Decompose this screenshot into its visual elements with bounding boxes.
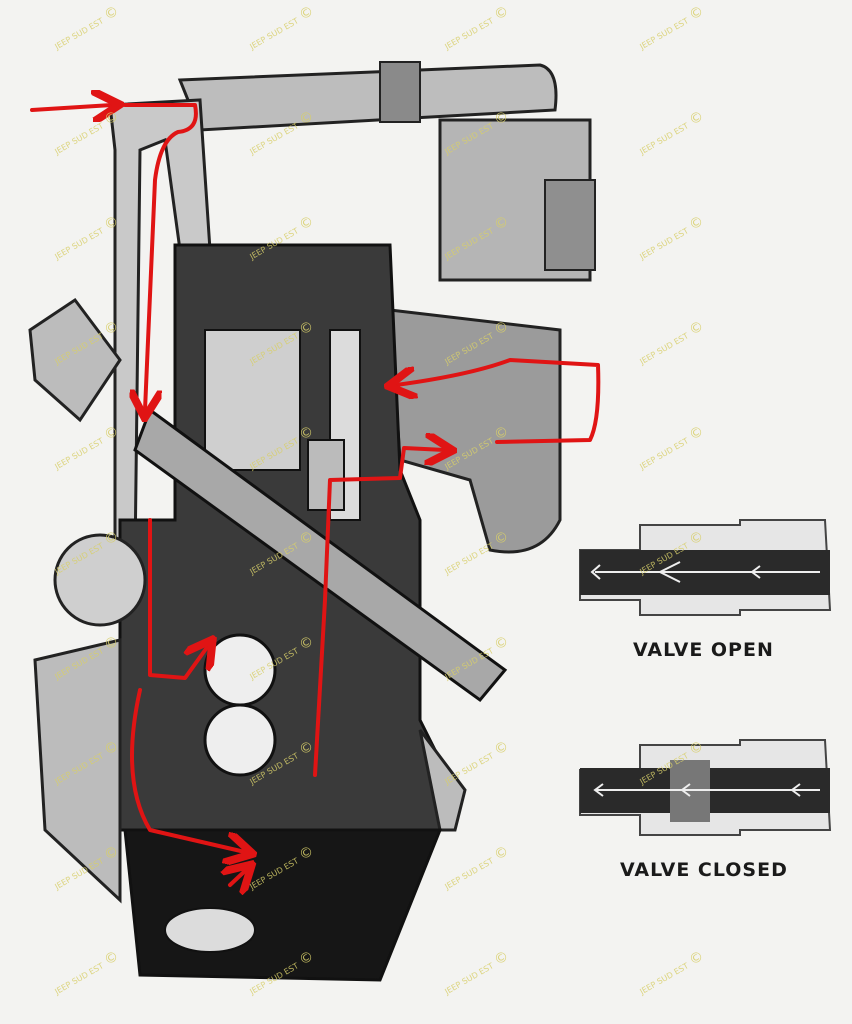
valve-chamber-arrow <box>313 448 445 777</box>
manifold-return-arrow <box>396 358 601 444</box>
oil-pan-arrow <box>130 688 245 852</box>
breather-down-arrow <box>123 103 198 410</box>
valve-closed-label: VALVE CLOSED <box>620 859 788 881</box>
valve-closed-diagram <box>579 739 832 836</box>
valve-open-diagram <box>579 519 832 616</box>
inlet-arrow <box>30 105 112 110</box>
pan-small-arrow <box>230 870 246 885</box>
engine-body <box>28 61 596 982</box>
flow-arrows <box>30 103 601 885</box>
crankcase-up-arrow <box>148 518 208 680</box>
valve-open-label: VALVE OPEN <box>633 639 774 661</box>
